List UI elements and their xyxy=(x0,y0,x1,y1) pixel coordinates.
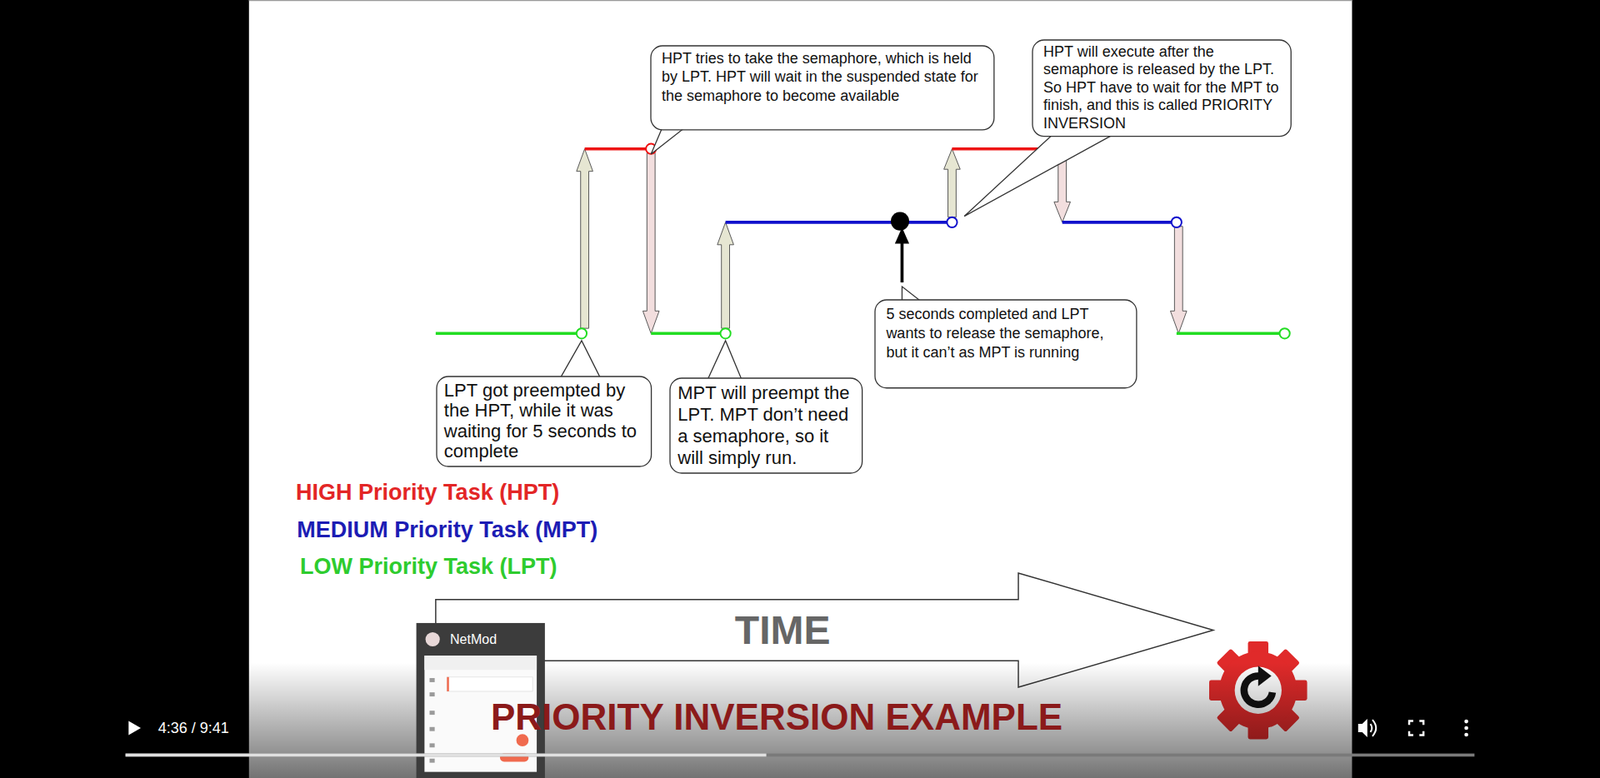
switch-point xyxy=(1280,328,1290,339)
task-timeline xyxy=(435,149,1285,335)
video-time: 4:36 / 9:41 xyxy=(158,720,230,738)
thumbnail-card xyxy=(446,677,533,692)
sidebar-icon xyxy=(430,727,435,732)
slide-ground xyxy=(249,0,1353,778)
volume-icon xyxy=(1358,719,1368,738)
thumbnail-header xyxy=(424,655,537,670)
menu-dot xyxy=(1464,733,1469,738)
progress-played xyxy=(125,754,767,758)
legend-entry: HIGH Priority Task (HPT) xyxy=(295,480,560,506)
callout-text: 5 seconds completed and LPT wants to rel… xyxy=(885,305,1126,363)
app-name: NetMod xyxy=(450,632,497,648)
app-icon xyxy=(425,632,440,647)
player-shade xyxy=(0,663,1600,778)
callout-bubble: 5 seconds completed and LPT wants to rel… xyxy=(874,299,1138,390)
up-arrow xyxy=(717,222,735,329)
callout-bubble: MPT will preempt the LPT. MPT don’t need… xyxy=(669,377,864,475)
volume-waves xyxy=(1370,720,1376,737)
callout-text: MPT will preempt the LPT. MPT don’t need… xyxy=(677,382,855,470)
sidebar-icon xyxy=(430,743,435,748)
legend-entry: MEDIUM Priority Task (MPT) xyxy=(296,517,598,544)
bubble-border xyxy=(670,378,863,474)
callout-text: LPT got preempted by the HPT, while it w… xyxy=(444,380,645,463)
sidebar-icon xyxy=(430,692,435,697)
bubble-border xyxy=(436,376,652,467)
callout-bubble: HPT tries to take the semaphore, which i… xyxy=(650,45,995,131)
callout-tail xyxy=(964,126,1128,217)
callout-text: HPT will execute after the semaphore is … xyxy=(1043,43,1280,134)
legend-text: MEDIUM Priority Task (MPT) xyxy=(296,517,598,543)
down-arrow xyxy=(642,153,660,335)
progress-track xyxy=(125,754,1475,758)
event-arrow-shaft xyxy=(900,240,905,283)
menu-dot xyxy=(1464,720,1469,725)
slide-title: PRIORITY INVERSION EXAMPLE xyxy=(490,696,1063,739)
switch-point xyxy=(1171,217,1182,228)
slide-border xyxy=(249,0,1353,1)
switch-point xyxy=(720,328,730,339)
down-arrow xyxy=(1170,226,1187,335)
thumbnail-card-mark xyxy=(446,677,449,692)
callout-bubble: LPT got preempted by the HPT, while it w… xyxy=(435,375,653,468)
legend-text: LOW Priority Task (LPT) xyxy=(300,554,558,580)
thumbnail-sidebar xyxy=(430,678,435,764)
sidebar-icon xyxy=(430,678,435,683)
switch-point xyxy=(576,328,587,339)
switch-point xyxy=(946,217,957,228)
callout-text: HPT tries to take the semaphore, which i… xyxy=(661,49,984,106)
up-arrow xyxy=(944,149,961,218)
bubble-border xyxy=(1032,40,1291,137)
legend-text: HIGH Priority Task (HPT) xyxy=(295,480,560,505)
event-arrow-head xyxy=(895,227,910,245)
sidebar-icon xyxy=(430,759,435,764)
sidebar-icon xyxy=(430,710,435,715)
callout-bubble: HPT will execute after the semaphore is … xyxy=(1031,39,1292,138)
fullscreen-icon xyxy=(1409,720,1424,735)
bubble-border xyxy=(875,300,1137,389)
release-event-dot xyxy=(890,212,910,231)
bubble-border xyxy=(650,45,995,130)
play-icon xyxy=(128,720,141,735)
menu-dot xyxy=(1464,726,1469,731)
up-arrow xyxy=(576,149,594,329)
legend-entry: LOW Priority Task (LPT) xyxy=(300,554,558,580)
axis-label: TIME xyxy=(735,607,831,654)
low-task-line xyxy=(435,331,1285,335)
